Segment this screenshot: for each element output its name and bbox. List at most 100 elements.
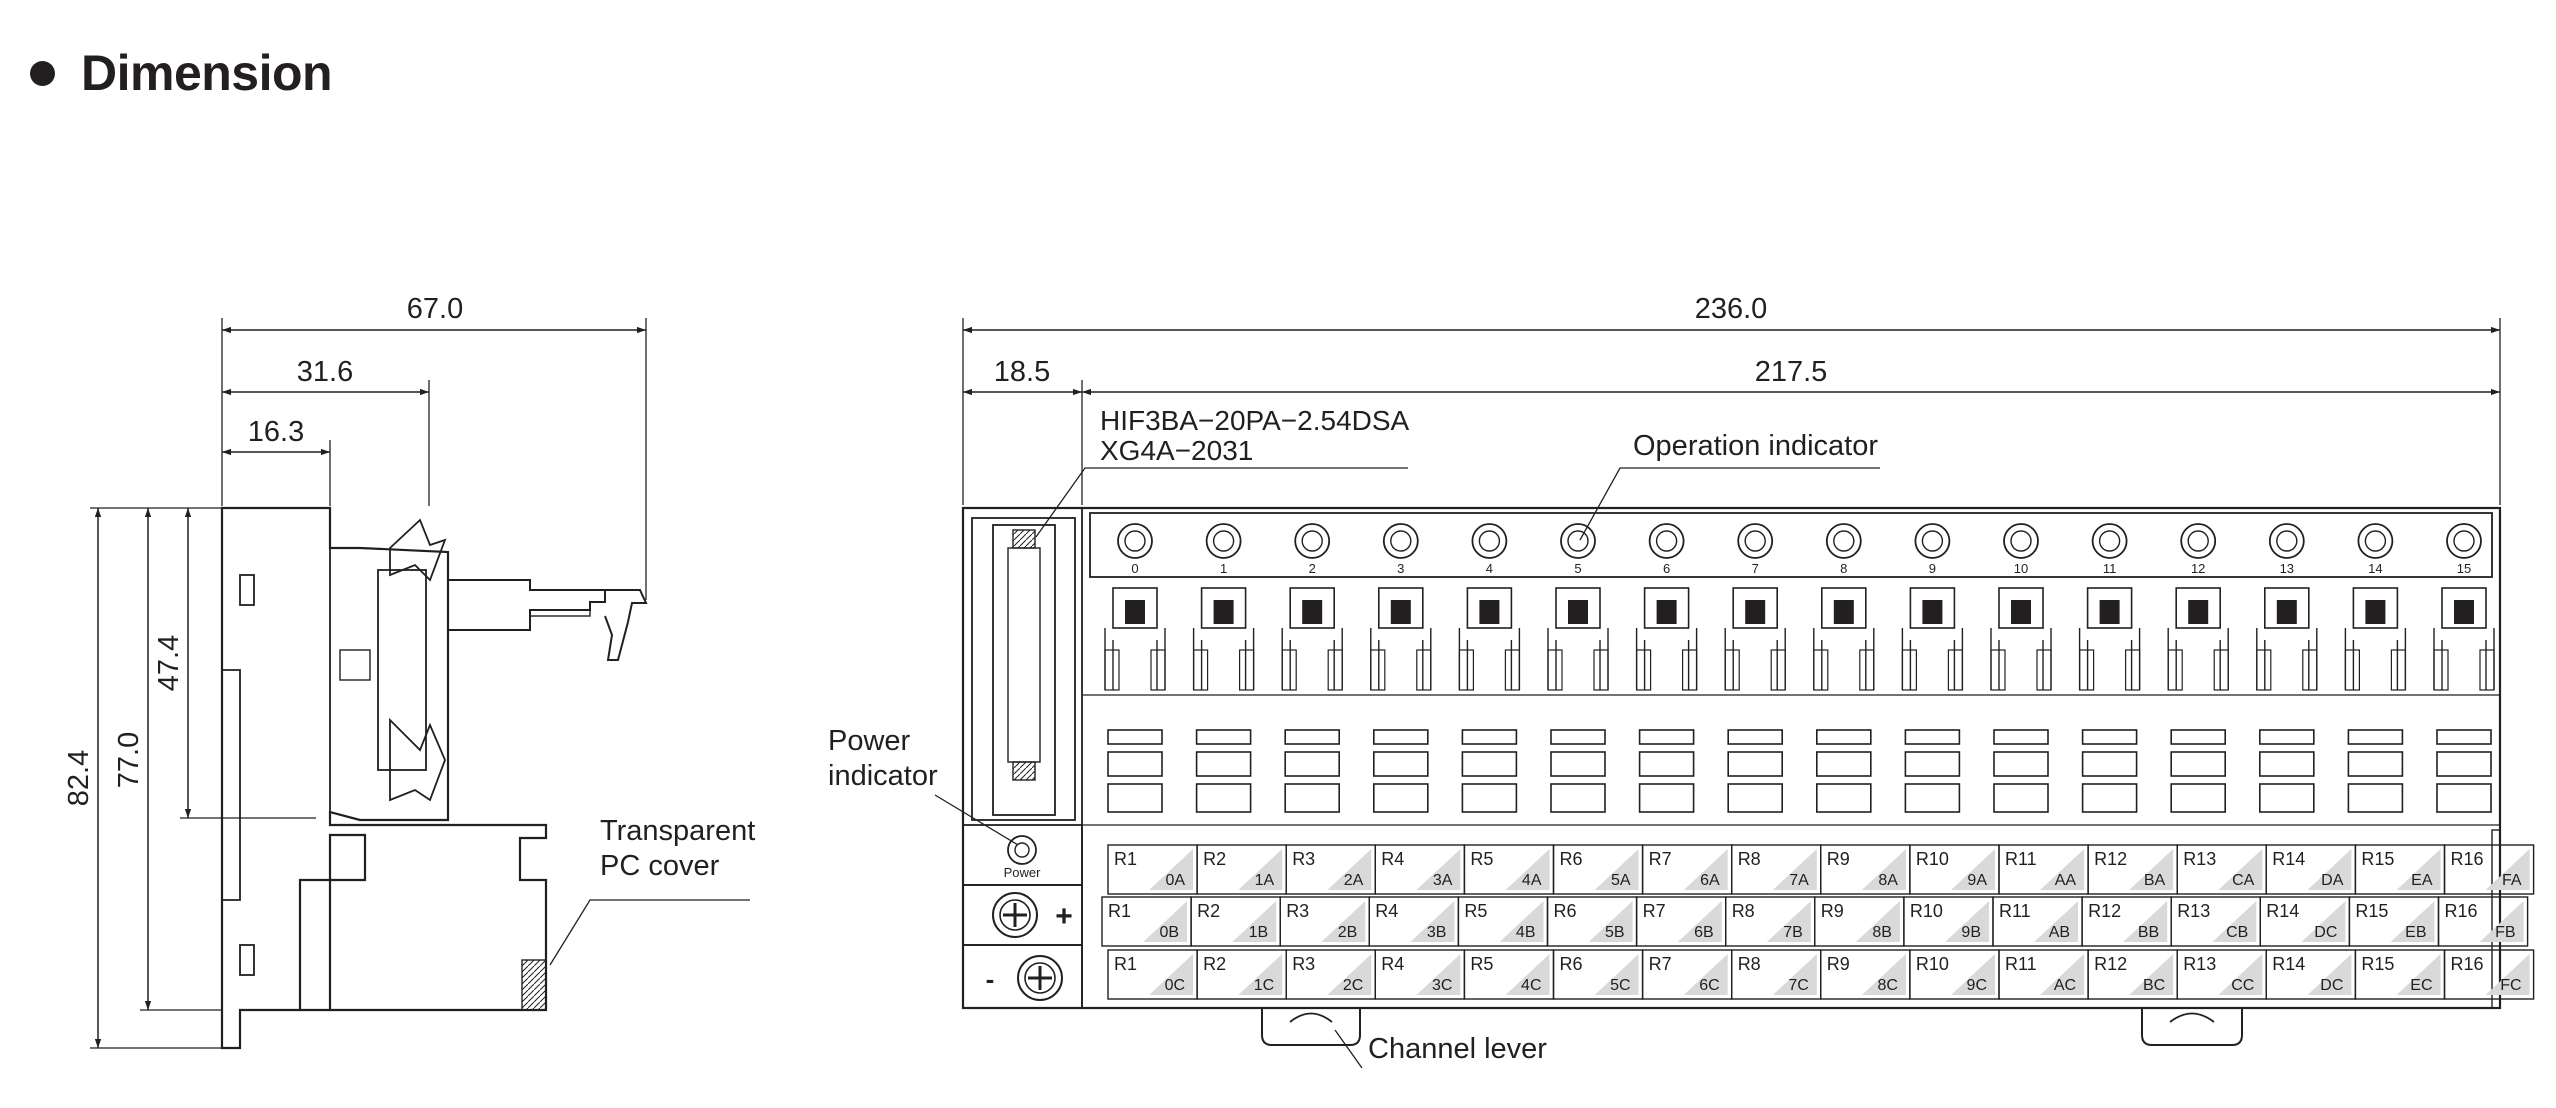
- terminal-relay-label: R14: [2272, 849, 2305, 869]
- channel-15: 15: [2433, 523, 2495, 813]
- terminal-relay-label: R8: [1732, 901, 1755, 921]
- terminal-row-3: R10CR21CR32CR43CR54CR65CR76CR87CR98CR109…: [1107, 949, 2535, 1000]
- terminal-row-1: R10AR21AR32AR43AR54AR65AR76AR87AR98AR109…: [1107, 844, 2535, 895]
- terminal-code-label: 1A: [1255, 872, 1275, 889]
- channel-lever-icon: [1550, 729, 1606, 813]
- operation-led-icon: [2357, 523, 2394, 559]
- channel-lever-icon: [2170, 729, 2226, 813]
- channel-number: 6: [1663, 561, 1670, 576]
- terminal-relay-label: R9: [1821, 901, 1844, 921]
- relay-socket-icon: [1901, 587, 1964, 691]
- channel-number: 14: [2368, 561, 2382, 576]
- relay-socket-icon: [1547, 587, 1609, 691]
- relay-socket-icon: [2433, 587, 2495, 691]
- terminal-relay-label: R4: [1375, 901, 1398, 921]
- terminal-code-label: 4C: [1521, 977, 1541, 994]
- channel-number: 12: [2191, 561, 2205, 576]
- terminal-code-label: AA: [2055, 872, 2077, 889]
- terminal-code-label: 7C: [1788, 977, 1808, 994]
- terminal-relay-label: R12: [2094, 849, 2127, 869]
- channel-lever-icon: [1195, 729, 1252, 813]
- terminal-code-label: 1B: [1249, 924, 1269, 941]
- terminal-relay-label: R6: [1554, 901, 1577, 921]
- terminal-code-label: FB: [2495, 924, 2515, 941]
- relay-socket-icon: [1990, 587, 2052, 691]
- channel-number: 11: [2103, 561, 2117, 576]
- terminal-code-label: 0A: [1166, 872, 1186, 889]
- minus-terminal-screw-icon: [1017, 955, 1063, 1001]
- channel-lever-icon: [1904, 729, 1961, 813]
- terminal-cell: R9 8C: [1820, 949, 1911, 1000]
- terminal-code-label: 9C: [1967, 977, 1987, 994]
- channel-number: 2: [1309, 561, 1316, 576]
- terminal-relay-label: R4: [1381, 954, 1404, 974]
- terminal-code-label: EB: [2405, 924, 2426, 941]
- terminal-code-label: 5B: [1605, 924, 1625, 941]
- channel-7: 7: [1724, 523, 1786, 813]
- channel-lever-icon: [1816, 729, 1872, 813]
- terminal-relay-label: R14: [2272, 954, 2305, 974]
- indicator-strip: [1089, 512, 2493, 578]
- terminal-relay-label: R7: [1649, 954, 1672, 974]
- callout-cover-line2: PC cover: [600, 850, 720, 882]
- connector-frame: [971, 517, 1076, 821]
- terminal-code-label: 9A: [1967, 872, 1987, 889]
- terminal-code-label: 4B: [1516, 924, 1536, 941]
- channel-4: 4: [1458, 523, 1521, 813]
- operation-led-icon: [1117, 523, 1153, 559]
- terminal-row-2: R10BR21BR32BR43BR54BR65BR76BR87BR98BR109…: [1101, 896, 2529, 947]
- terminal-code-label: 6A: [1700, 872, 1720, 889]
- terminal-relay-label: R3: [1292, 954, 1315, 974]
- terminal-code-label: BC: [2143, 977, 2165, 994]
- channel-3: 3: [1370, 523, 1432, 813]
- front-housing: [961, 506, 2502, 1010]
- channel-number: 10: [2014, 561, 2028, 576]
- connector-body: [992, 524, 1056, 816]
- power-led-icon: [1007, 835, 1037, 865]
- dim-side-height-total: 82.4: [63, 750, 95, 806]
- terminal-relay-label: R12: [2088, 901, 2121, 921]
- channel-lever-icon: [1107, 729, 1163, 813]
- callout-cover-line1: Transparent: [600, 815, 755, 847]
- terminal-relay-label: R1: [1114, 849, 1137, 869]
- channel-number: 13: [2280, 561, 2294, 576]
- plus-sign: +: [1055, 900, 1073, 933]
- bullet-icon: [30, 60, 55, 86]
- channel-6: 6: [1635, 523, 1698, 813]
- front-view: [934, 318, 2502, 1069]
- channel-number: 8: [1840, 561, 1847, 576]
- operation-led-icon: [1294, 523, 1331, 559]
- channel-lever-icon: [1373, 729, 1429, 813]
- terminal-code-label: EA: [2411, 872, 2433, 889]
- terminal-code-label: 8C: [1877, 977, 1897, 994]
- terminal-relay-label: R15: [2355, 901, 2388, 921]
- terminal-relay-label: R9: [1827, 954, 1850, 974]
- terminal-relay-label: R8: [1738, 954, 1761, 974]
- terminal-code-label: 0B: [1160, 924, 1180, 941]
- channel-lever-label: Channel lever: [1368, 1033, 1547, 1065]
- channel-lever-right: [2141, 1008, 2243, 1046]
- relay-socket-icon: [1635, 587, 1698, 691]
- channel-number: 0: [1131, 561, 1138, 576]
- relay-socket-icon: [2256, 587, 2318, 691]
- terminal-code-label: 7A: [1789, 872, 1809, 889]
